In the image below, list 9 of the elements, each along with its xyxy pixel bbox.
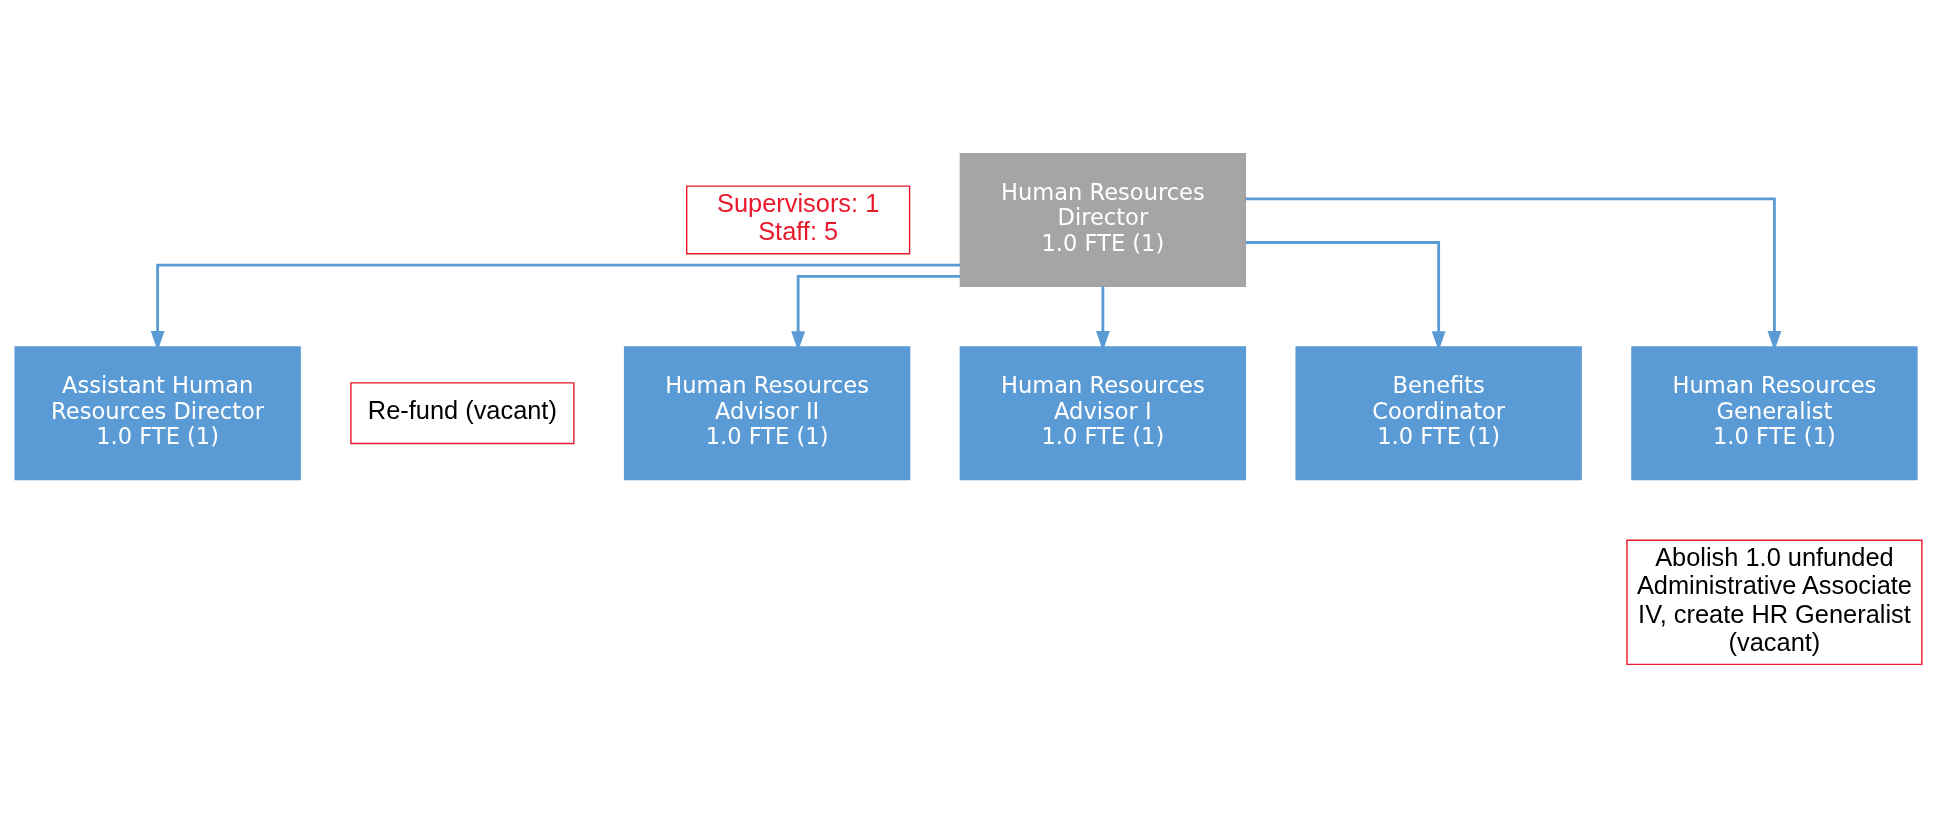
node-box: Supervisors: 1 Staff: 5 [686,184,911,254]
node-box: Human Resources Generalist 1.0 FTE (1) [1631,345,1918,480]
node-box: Human Resources Advisor II 1.0 FTE (1) [623,345,911,480]
node-box: Benefits Coordinator 1.0 FTE (1) [1295,345,1582,480]
node-box: Re-fund (vacant) [350,381,575,444]
node-box: Human Resources Director 1.0 FTE (1) [959,152,1247,287]
node-box: Abolish 1.0 unfunded Administrative Associate IV, create HR Generalist (vacant) [1626,539,1923,665]
node-box: Human Resources Advisor I 1.0 FTE (1) [959,345,1247,480]
node-box: Assistant Human Resources Director 1.0 FTE (1) [14,345,301,480]
